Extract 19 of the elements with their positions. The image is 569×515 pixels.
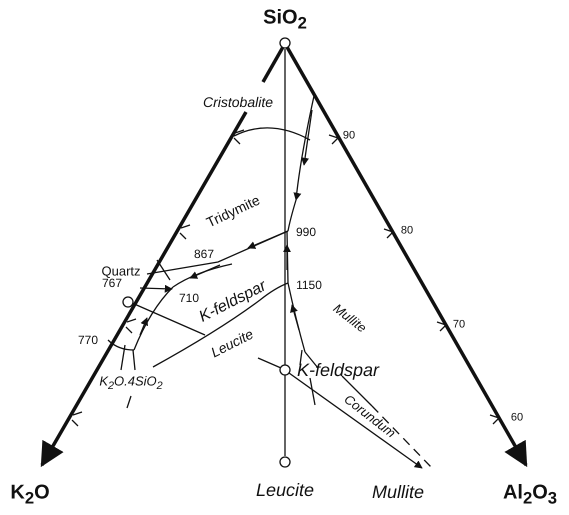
vertex-label: Al$_{2}$O$_{3}$ (502, 482, 558, 508)
vertex-label: K$_{2}$O (10, 482, 50, 508)
compound-label: K-feldspar (296, 361, 380, 379)
compound-label: K$_{2}$O.4SiO$_{2}$ (99, 374, 163, 392)
temperature-label: 710 (178, 292, 200, 304)
temperature-label: 990 (296, 226, 316, 238)
compound-label: Leucite (256, 481, 314, 499)
axis-tick-label: 70 (452, 320, 466, 330)
temperature-label: 767 (102, 277, 122, 289)
temperature-label: 867 (194, 248, 214, 260)
temperature-label: 1150 (296, 279, 322, 291)
temperature-label: 770 (78, 334, 98, 346)
axis-tick-label: 60 (510, 412, 524, 424)
compound-label: Mullite (372, 483, 424, 501)
phase-label: Quartz (102, 264, 140, 278)
phase-label: Cristobalite (202, 95, 274, 109)
axis-tick-label: 80 (400, 226, 414, 236)
axis-tick-label: 90 (342, 130, 356, 142)
vertex-label: SiO$_{2}$ (263, 8, 307, 32)
